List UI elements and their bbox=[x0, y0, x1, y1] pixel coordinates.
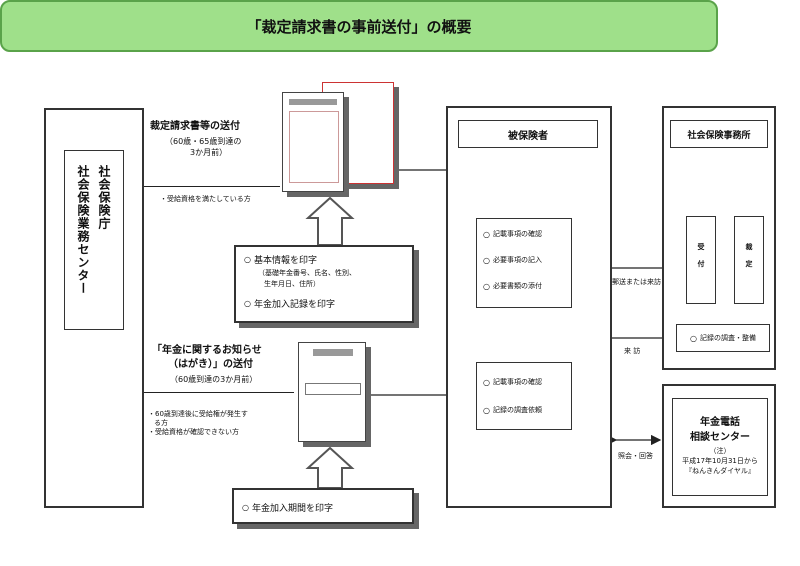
insured-box: 被保険者 ○記載事項の確認 ○必要事項の記入 ○必要書類の添付 ○記載事項の確認… bbox=[446, 106, 612, 508]
bullet-icon: ○ bbox=[483, 255, 490, 265]
document-2 bbox=[298, 342, 366, 442]
call-center-note2: 平成17年10月31日から bbox=[682, 457, 758, 465]
left-org-box: 社会保険庁 社会保険業務センター bbox=[44, 108, 144, 508]
bullet-icon: ○ bbox=[242, 503, 249, 512]
call-center-title2: 相談センター bbox=[690, 432, 750, 443]
send2-line1: 「年金に関するお知らせ bbox=[152, 345, 262, 356]
insured-title-box: 被保険者 bbox=[458, 120, 598, 148]
bullet-icon: ○ bbox=[483, 405, 490, 415]
office-title-box: 社会保険事務所 bbox=[670, 120, 768, 148]
print1-item-1: 年金加入記録を印字 bbox=[253, 300, 335, 310]
call-center-title1: 年金電話 bbox=[700, 417, 740, 428]
bullet-icon: ○ bbox=[483, 377, 490, 387]
send2-line2: （はがき）」の送付 bbox=[168, 359, 253, 370]
insured-g2-0: 記載事項の確認 bbox=[492, 378, 542, 386]
send1-line bbox=[144, 186, 280, 187]
send1-title: 裁定請求書等の送付 bbox=[150, 121, 240, 132]
print1-item-0: 基本情報を印字 bbox=[253, 256, 317, 266]
bullet-icon: ○ bbox=[483, 281, 490, 291]
send1-note: ・受給資格を満たしている方 bbox=[160, 195, 251, 203]
document-1-front bbox=[282, 92, 344, 192]
send2-note-0: ・60歳到達後に受給権が発生す bbox=[148, 410, 248, 418]
page-title: 「裁定請求書の事前送付」の概要 bbox=[0, 0, 718, 52]
bullet-icon: ○ bbox=[244, 299, 251, 308]
print-box-2: ○ 年金加入期間を印字 bbox=[232, 488, 414, 524]
office-box: 社会保険事務所 受付 裁定 ○記録の調査・整備 bbox=[662, 106, 776, 370]
org-name-line1: 社会保険庁 bbox=[97, 165, 111, 230]
send2-line bbox=[144, 392, 294, 393]
hollow-arrow-2 bbox=[305, 446, 355, 489]
office-step1: 受付 bbox=[697, 243, 705, 277]
office-title: 社会保険事務所 bbox=[687, 130, 751, 141]
bullet-icon: ○ bbox=[690, 333, 697, 343]
insured-g1-0: 記載事項の確認 bbox=[492, 230, 542, 238]
send2-line3: （60歳到達の3か月前） bbox=[170, 375, 258, 384]
hollow-arrow-1 bbox=[305, 196, 355, 246]
bullet-icon: ○ bbox=[244, 255, 251, 264]
insured-g1-1: 必要事項の記入 bbox=[492, 256, 542, 264]
print2-item: 年金加入期間を印字 bbox=[251, 504, 333, 514]
call-center-note1: （注） bbox=[709, 447, 731, 455]
send1-sub2: 3か月前） bbox=[190, 148, 228, 157]
print1-sub-0: （基礎年金番号、氏名、性別、 bbox=[258, 269, 356, 277]
send2-note-1: る方 bbox=[154, 419, 168, 427]
bullet-icon: ○ bbox=[483, 229, 490, 239]
insured-group-2: ○記載事項の確認 ○記録の調査依頼 bbox=[476, 362, 572, 430]
office-record: 記録の調査・整備 bbox=[699, 334, 756, 342]
left-org-inner: 社会保険庁 社会保険業務センター bbox=[64, 150, 124, 330]
org-name-line2: 社会保険業務センター bbox=[76, 165, 90, 295]
arrow-phone-label: 照会・回答 bbox=[618, 452, 653, 460]
insured-g1-2: 必要書類の添付 bbox=[492, 282, 542, 290]
office-step2: 裁定 bbox=[745, 243, 753, 277]
print1-sub-1: 生年月日、住所） bbox=[264, 280, 320, 288]
insured-title: 被保険者 bbox=[508, 130, 548, 142]
print-box-1: ○ 基本情報を印字 （基礎年金番号、氏名、性別、 生年月日、住所） ○ 年金加入… bbox=[234, 245, 414, 323]
arrow-visit-label: 来 訪 bbox=[624, 347, 641, 355]
call-center-inner: 年金電話 相談センター （注） 平成17年10月31日から 『ねんきんダイヤル』 bbox=[672, 398, 768, 496]
office-step-decide: 裁定 bbox=[734, 216, 764, 304]
arrow-mail-label: 郵送または来訪 bbox=[612, 278, 661, 286]
send1-sub1: （60歳・65歳到達の bbox=[165, 137, 242, 146]
call-center-box: 年金電話 相談センター （注） 平成17年10月31日から 『ねんきんダイヤル』 bbox=[662, 384, 776, 508]
insured-group-1: ○記載事項の確認 ○必要事項の記入 ○必要書類の添付 bbox=[476, 218, 572, 308]
send2-note-2: ・受給資格が確認できない方 bbox=[148, 428, 239, 436]
call-center-note3: 『ねんきんダイヤル』 bbox=[685, 467, 755, 475]
office-record-box: ○記録の調査・整備 bbox=[676, 324, 770, 352]
office-step-receive: 受付 bbox=[686, 216, 716, 304]
insured-g2-1: 記録の調査依頼 bbox=[492, 406, 542, 414]
